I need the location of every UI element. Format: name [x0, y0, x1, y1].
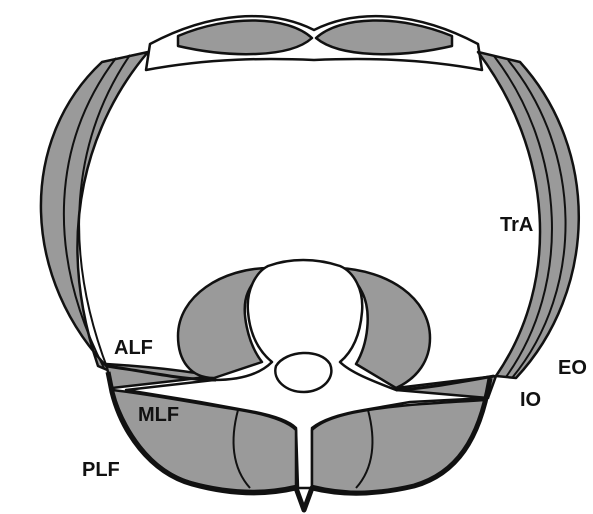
label-plf: PLF [82, 459, 120, 481]
label-alf: ALF [114, 337, 153, 359]
spinal-canal [275, 353, 331, 392]
label-mlf: MLF [138, 404, 179, 426]
label-eo: EO [558, 357, 587, 379]
label-io: IO [520, 389, 541, 411]
left-lateral-abdominal-wall [41, 52, 148, 372]
label-tra: TrA [500, 214, 533, 236]
